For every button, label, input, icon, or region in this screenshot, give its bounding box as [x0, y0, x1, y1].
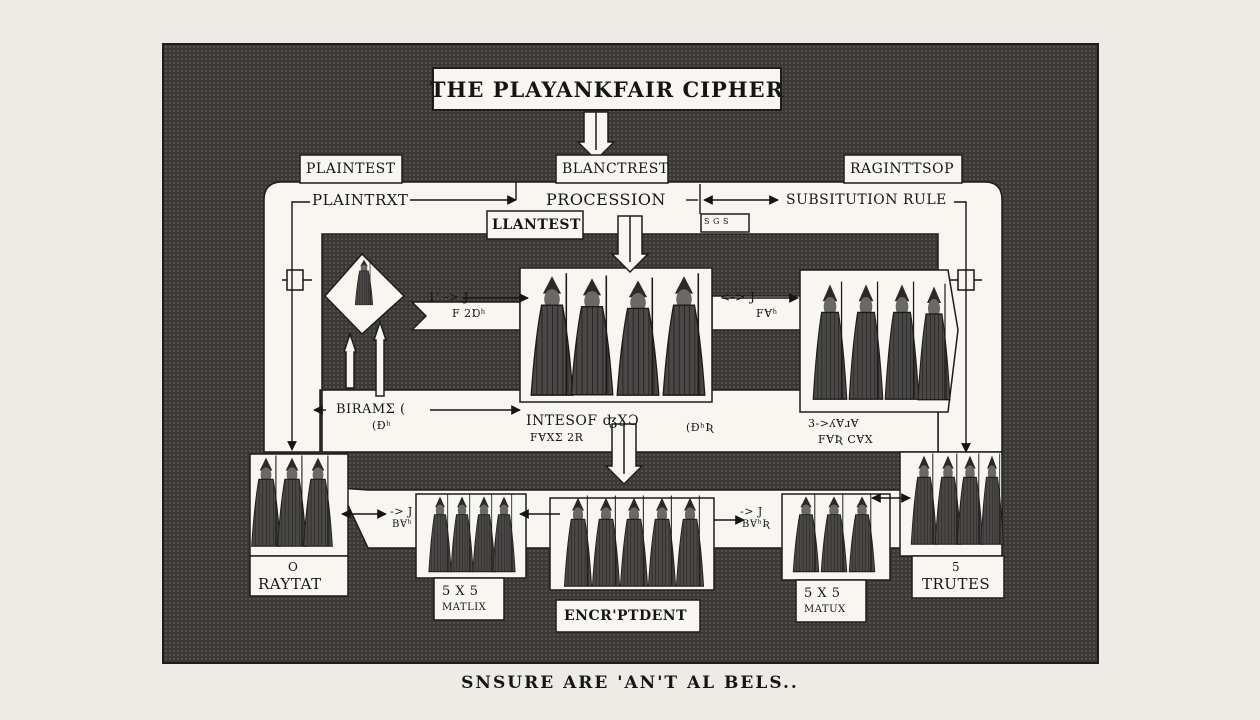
bottom-pair-left-top: -> J — [390, 505, 413, 518]
right-bottom-monks — [910, 452, 1004, 545]
title-box: THE PLAYANKFAIR CIPHER — [429, 67, 785, 111]
raytat-top-label: O — [288, 560, 299, 574]
matrix-right-bottom-label: MATUX — [804, 604, 846, 615]
llantest-label: LLANTEST — [492, 217, 581, 233]
tag-boxes — [249, 154, 1005, 633]
top-right-tag: RAGINTTSOP — [850, 161, 955, 177]
left-bottom-monks — [250, 454, 334, 547]
bottom-pair-right-bottom: Bɐʰʀ — [742, 519, 771, 530]
top-left-tag: PLAINTEST — [306, 161, 396, 177]
right-code-bottom: Fɐʀ CɐX — [818, 433, 874, 446]
pair-right-bottom: Fɐʰ — [756, 307, 778, 320]
pair-right-top: <-> J — [720, 290, 756, 304]
matrix-left-bottom-label: MATLIX — [442, 602, 487, 613]
raytat-label: RAYTAT — [258, 575, 322, 593]
trutes-top-label: 5 — [952, 560, 961, 574]
small-tag-label: S G S — [704, 217, 729, 226]
mid-code-label: (Ɖʰʀ — [686, 421, 715, 434]
encrypted-label: ENCR'PTDENT — [564, 608, 688, 624]
biram-label: BIRAMʃ ( — [336, 402, 406, 417]
matrix-right-top-label: 5 X 5 — [804, 586, 841, 601]
thin-arrows — [287, 182, 971, 525]
right-code-top: 3->ʎɐɹɐ — [808, 417, 860, 430]
bottom-pair-left-bottom: Bɐʰ — [392, 519, 413, 530]
matrix-left-top-label: 5 X 5 — [442, 584, 479, 599]
diagram-caption: SNSURE ARE 'AN'T AL BELS.. — [461, 673, 799, 693]
outer-loop — [263, 181, 1003, 453]
double-arrows — [342, 111, 650, 486]
pair-left-bottom: F 2Ɒʰ — [452, 307, 486, 320]
biram-sub-label: (Ɖʰ — [372, 419, 392, 432]
pair-left-top: 1' -> J — [428, 290, 469, 304]
top-center-tag: BLANCTREST — [562, 161, 669, 177]
substitution-rule-label: SUBSITUTION RULE — [786, 192, 947, 208]
intesof-sub-label: FɐXʃ 2R — [530, 431, 584, 444]
bottom-pair-right-top: -> J — [740, 505, 763, 518]
diagram-title: THE PLAYANKFAIR CIPHER — [429, 76, 785, 102]
plaintext-label: PLAINTRXT — [312, 191, 409, 209]
intesof-label: INTESOF ʤɣɔ — [526, 413, 640, 429]
matrix-right-monks — [792, 493, 876, 573]
procession-label: PROCESSION — [546, 190, 666, 209]
trutes-label: TRUTES — [922, 575, 991, 593]
